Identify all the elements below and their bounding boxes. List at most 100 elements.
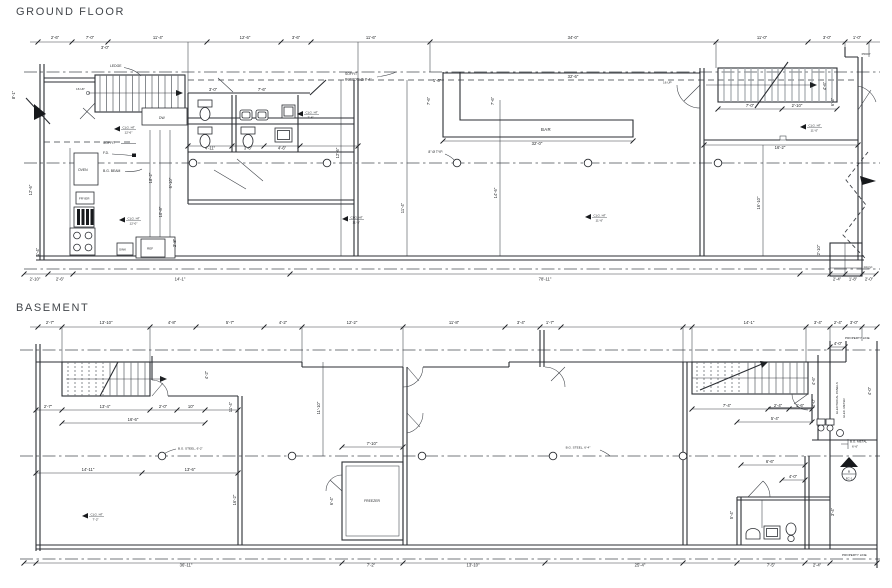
column-typ-label: 8" Ø TYP. — [428, 150, 443, 154]
dim-label: 12'-6" — [240, 35, 251, 40]
dim-label: 16'-2" — [775, 145, 786, 150]
soffit-bottom-label-1: SOFFIT — [345, 72, 357, 76]
bg-metal-label-1: B.G. METAL — [850, 440, 867, 444]
dim-label: 7'-6" — [490, 96, 495, 105]
clg-value: 11'-6" — [596, 219, 604, 223]
clg-value: 11'-0" — [811, 129, 819, 133]
dim-label: 11'-0" — [757, 35, 768, 40]
gf-right-misc — [829, 151, 876, 277]
ref-label: REF — [147, 247, 153, 251]
b-columns — [157, 451, 688, 461]
dim-label: 5'-4" — [729, 510, 734, 519]
dim-label: 4'-0" — [867, 386, 872, 395]
dim-label: 6'-6" — [766, 459, 775, 464]
b-dimension-lines — [21, 324, 880, 566]
dim-label: 3'-8" — [244, 146, 253, 151]
column-marker — [188, 158, 198, 168]
dim-label: 36'-11" — [180, 563, 193, 568]
dim-label: 14'-1" — [744, 320, 755, 325]
dim-label: 2'-4" — [833, 277, 842, 282]
ledge-label: LEDGE — [110, 64, 122, 68]
clg-label: CLG. HT — [594, 214, 606, 218]
dim-label: 14'-11" — [82, 467, 95, 472]
meter-label: ELEC. METER — [842, 398, 846, 417]
dim-label: 6'-4" — [830, 97, 835, 106]
soffit-label: SOFFIT — [103, 141, 115, 145]
dim-label: 2'-0" — [159, 404, 168, 409]
b-leaders — [163, 448, 611, 457]
dim-label: 34'-0" — [568, 35, 579, 40]
clg-label: CLG. HT — [91, 513, 103, 517]
b-text-labels: FREEZER ELECTRICAL PANELS ELEC. METER B.… — [178, 336, 870, 557]
ceiling-height-marker: CLG. HT7'-6" — [297, 111, 319, 120]
clg-label: CLG. HT — [123, 126, 135, 130]
clg-label: CLG. HT — [128, 217, 140, 221]
dim-label: 7'-0" — [746, 103, 755, 108]
dim-label: 13'-4" — [100, 404, 111, 409]
clg-label: CLG. HT — [306, 111, 318, 115]
dim-label: 4'-6" — [822, 81, 827, 90]
dim-label: 78'-11" — [539, 277, 552, 282]
dim-label: 2'-4" — [813, 563, 822, 568]
dim-label: 6'-10" — [168, 177, 173, 188]
basement-title: Basement — [16, 298, 90, 315]
dim-label: 18'-2" — [148, 172, 153, 183]
dim-label: 11'-8" — [449, 320, 460, 325]
dim-label: 1'-7" — [546, 320, 555, 325]
column-marker — [713, 158, 723, 168]
b-doors — [402, 366, 566, 434]
dim-label: 7'-4" — [723, 403, 732, 408]
dim-label: 4'-6" — [278, 146, 287, 151]
dim-label: 2'-7" — [46, 320, 55, 325]
column-marker — [678, 451, 688, 461]
dim-label: 4'-0" — [834, 341, 843, 346]
dim-label: 32'-0" — [532, 141, 543, 146]
dim-label: 7'-2" — [367, 563, 376, 568]
column-marker — [417, 451, 427, 461]
b-restroom — [745, 480, 797, 543]
dim-label: 4'-2" — [204, 370, 209, 379]
dim-label: 2'-10" — [816, 244, 821, 255]
dim-label: 1'-8" — [849, 277, 858, 282]
b-section-marker: B EC-1 — [840, 457, 858, 482]
dim-label: 13'-10" — [100, 320, 114, 325]
fryer-label: FRYER — [79, 197, 90, 201]
soffit-bottom-label-2: BOTTOM @ 8'-4" — [345, 78, 372, 82]
ceiling-height-marker: CLG. HT7'-2" — [82, 513, 104, 522]
property-line-label-top: PROPERTY LINE — [845, 336, 870, 340]
dim-label: 3'-4" — [830, 507, 835, 516]
dim-label: 3'-0" — [823, 35, 832, 40]
dim-label: 11'-6" — [366, 35, 377, 40]
dim-label: 7'-0" — [86, 35, 95, 40]
clg-value: 11'-6" — [353, 221, 361, 225]
dim-label: 3'-4" — [517, 320, 526, 325]
property-line-label-bottom: PROPERTY LINE — [842, 553, 867, 557]
bg-beam-label: B.G. BEAM — [103, 169, 121, 173]
b-dimension-text: 2'-7"13'-10"4'-8"5'-7"4'-2"12'-2"11'-8"3… — [44, 320, 872, 568]
gf-restrooms — [187, 77, 359, 256]
dim-label: 5'-7" — [226, 320, 235, 325]
b-ceiling-height-markers: CLG. HT7'-2" — [82, 513, 104, 522]
clg-label: CLG. HT — [809, 124, 821, 128]
gf-stair-top-right — [676, 61, 877, 111]
bg-steel-label-1: B.G. STEEL, 6'-2" — [178, 447, 203, 451]
gf-bar — [442, 72, 700, 162]
dim-label: 7'-10" — [367, 441, 378, 446]
dim-label: 13'-10" — [467, 563, 481, 568]
dim-label: 7'-5" — [767, 563, 776, 568]
gf-centerlines — [24, 71, 880, 270]
dim-label: 11'-4" — [228, 401, 233, 412]
dim-label: 25'-4" — [635, 563, 646, 568]
dim-label: 7'-6" — [426, 96, 431, 105]
dim-label: 1'-0" — [853, 35, 862, 40]
stair-up-label-right: 16 UP — [663, 81, 672, 85]
dim-label: 10" — [188, 404, 195, 409]
gf-dimension-lines — [21, 39, 880, 277]
dim-label: 11'-4" — [400, 202, 405, 213]
dim-label: 4'-0" — [811, 398, 816, 407]
